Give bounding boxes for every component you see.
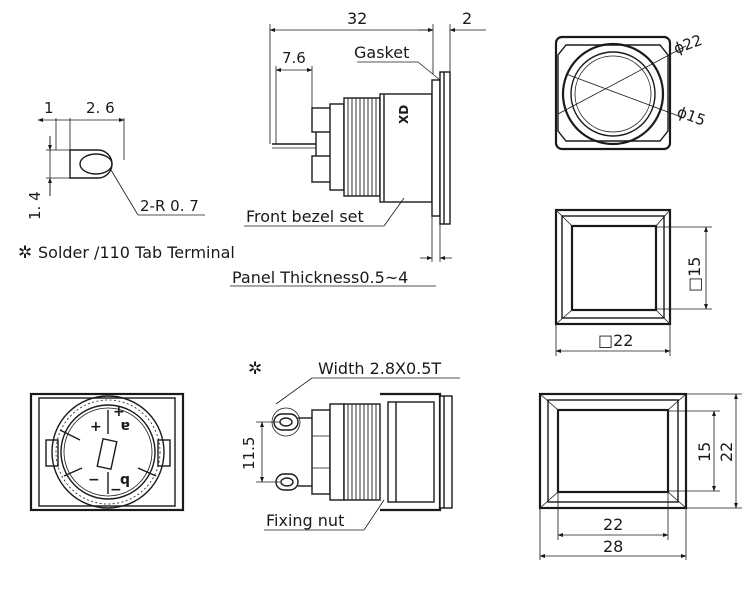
dim-15: 15 <box>695 442 714 462</box>
front-bezel-label: Front bezel set <box>246 207 364 226</box>
gasket-label: Gasket <box>354 43 409 62</box>
letter-b: b <box>120 472 130 488</box>
dim-32: 32 <box>347 9 367 28</box>
dim-1-4: 1. 4 <box>26 191 44 220</box>
logo-mark: XD <box>397 105 411 124</box>
dim-2: 2 <box>462 9 472 28</box>
terminal-note-symbol: ✲ <box>18 243 32 263</box>
terminal-detail: 1 2. 6 1. 4 2-R 0. 7 ✲ Solder /110 Tab T… <box>18 99 235 263</box>
dim-7-6: 7.6 <box>282 49 306 67</box>
front-view-round: ϕ22 ϕ15 <box>554 31 708 151</box>
dim-1: 1 <box>44 99 54 117</box>
dim-28: 28 <box>603 537 623 556</box>
back-view: + + a − − b <box>29 392 185 512</box>
dim-22-vertical: 22 <box>717 442 736 462</box>
terminal-note: Solder /110 Tab Terminal <box>38 243 235 262</box>
dim-11-5: 11.5 <box>240 437 258 470</box>
front-view-rect: 15 22 22 28 <box>538 392 742 560</box>
minus-bottom-left: − <box>88 472 100 488</box>
panel-thickness-label: Panel Thickness0.5~4 <box>232 268 408 287</box>
star-symbol: ✲ <box>248 359 262 379</box>
sq-22-label: □22 <box>598 331 633 350</box>
side-view: XD 32 2 7.6 Gasket Front bezel set Panel… <box>230 9 486 287</box>
fixing-nut-label: Fixing nut <box>266 511 344 530</box>
side-view-nut: ✲ Width 2.8X0.5T 11.5 Fixing nut <box>240 359 460 531</box>
minus-bottom-mid: − <box>110 482 122 498</box>
dia-22-label: ϕ22 <box>671 31 704 58</box>
dim-2-6: 2. 6 <box>86 99 115 117</box>
width-label: Width 2.8X0.5T <box>318 359 441 378</box>
letter-a: a <box>121 418 130 434</box>
radius-label: 2-R 0. 7 <box>140 197 199 215</box>
dim-22-horizontal: 22 <box>603 515 623 534</box>
front-view-square: □15 □22 <box>554 208 712 356</box>
plus-top-left: + <box>90 419 102 435</box>
plus-top-mid: + <box>113 404 125 420</box>
dia-15-label: ϕ15 <box>675 103 708 130</box>
sq-15-label: □15 <box>685 257 704 292</box>
